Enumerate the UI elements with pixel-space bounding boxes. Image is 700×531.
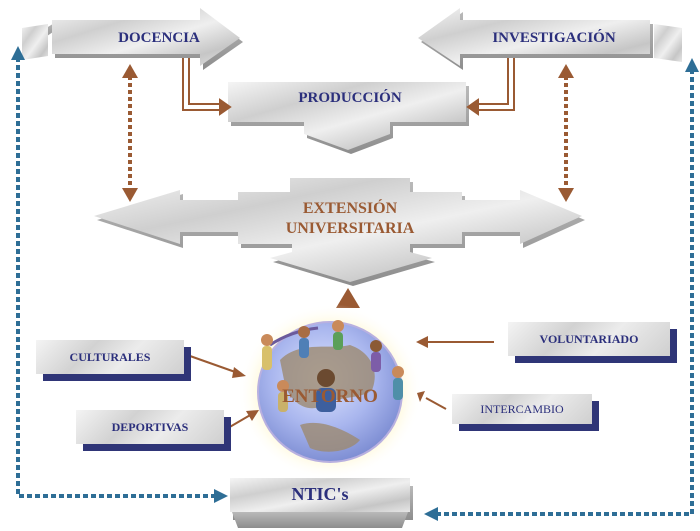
deportivas-to-globe-arrow	[227, 410, 259, 429]
extension-label-line1: EXTENSIÓN	[302, 200, 398, 217]
investigacion-arrow	[418, 8, 682, 70]
docencia-to-produccion-connector	[182, 58, 232, 116]
globe-illustration	[238, 304, 422, 480]
extension-arrow	[94, 178, 585, 286]
voluntariado-box: VOLUNTARIADO	[508, 322, 670, 356]
investigacion-label: INVESTIGACIÓN	[492, 30, 616, 46]
entorno-up-arrowhead	[336, 288, 360, 308]
intercambio-box: INTERCAMBIO	[452, 394, 592, 424]
investigacion-to-produccion-connector	[466, 58, 515, 116]
culturales-box: CULTURALES	[36, 340, 184, 374]
produccion-label: PRODUCCIÓN	[298, 90, 402, 106]
entorno-label: ENTORNO	[282, 386, 378, 407]
intercambio-to-globe-arrow	[417, 391, 447, 410]
deportivas-box: DEPORTIVAS	[76, 410, 224, 444]
voluntariado-to-globe-arrow	[416, 336, 494, 348]
docencia-label: DOCENCIA	[118, 30, 200, 46]
docencia-extension-double-arrow	[122, 64, 138, 202]
ntics-label: NTIC's	[291, 484, 349, 504]
culturales-to-globe-arrow	[189, 355, 246, 378]
ntics-left-feedback-loop	[11, 46, 228, 503]
extension-label-line2: UNIVERSITARIA	[285, 220, 415, 237]
ntics-arrow	[230, 478, 413, 528]
produccion-arrow	[228, 82, 469, 154]
docencia-arrow	[22, 8, 243, 70]
investigacion-extension-double-arrow	[558, 64, 574, 202]
ntics-right-feedback-loop	[424, 58, 699, 521]
